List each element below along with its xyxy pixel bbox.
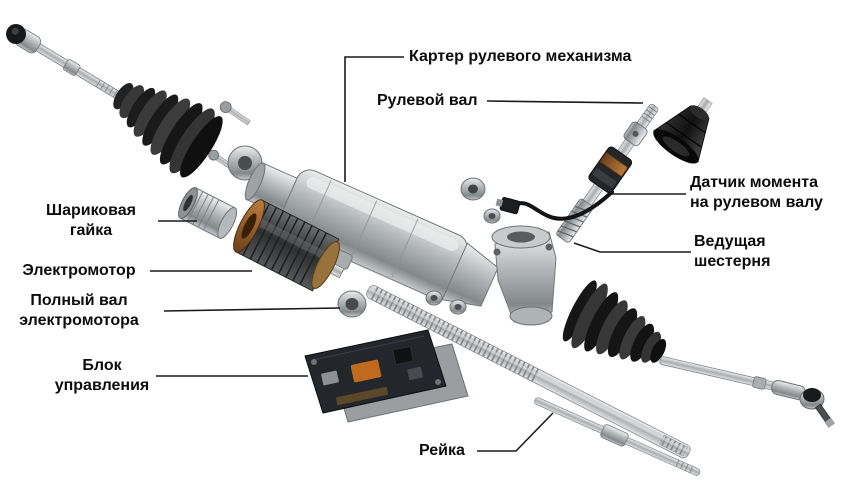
tie-rod-right-part	[659, 356, 836, 428]
control-unit-part	[304, 329, 469, 423]
sensor-cable-part	[495, 190, 614, 221]
electric-motor-part	[233, 199, 345, 292]
ball-nut-part	[178, 187, 238, 239]
boot-left-part	[113, 83, 223, 178]
label-torque-sensor: Датчик момента на рулевом валу	[690, 174, 823, 211]
label-rack: Рейка	[419, 442, 465, 459]
label-ball-nut: Шариковая гайка	[45, 202, 136, 239]
label-electric-motor: Электромотор	[22, 262, 136, 279]
label-steering-shaft: Рулевой вал	[377, 92, 478, 109]
label-control-unit: Блок управления	[54, 357, 150, 394]
coupling-cap-part	[653, 97, 713, 164]
motor-bearing-part	[337, 290, 367, 318]
leader-motor-shaft	[163, 307, 341, 312]
leader-pinion	[573, 242, 691, 253]
washer-part	[460, 177, 486, 201]
label-housing: Картер рулевого механизма	[409, 48, 632, 65]
housing-part	[244, 162, 557, 326]
rack-part	[366, 285, 691, 459]
label-drive-pinion: Ведущая шестерня	[694, 233, 771, 270]
nut-parts	[425, 208, 501, 315]
leader-housing	[344, 56, 404, 182]
boot-right-part	[562, 280, 667, 363]
label-motor-shaft: Полный вал электромотора	[19, 292, 139, 329]
leader-lines	[150, 56, 691, 452]
tie-rod-left-part	[6, 24, 131, 105]
leader-steering-shaft	[486, 100, 644, 104]
leader-rack	[477, 412, 554, 452]
torque-sensor-part	[588, 146, 633, 194]
inner-tie-rod-part	[534, 397, 701, 476]
